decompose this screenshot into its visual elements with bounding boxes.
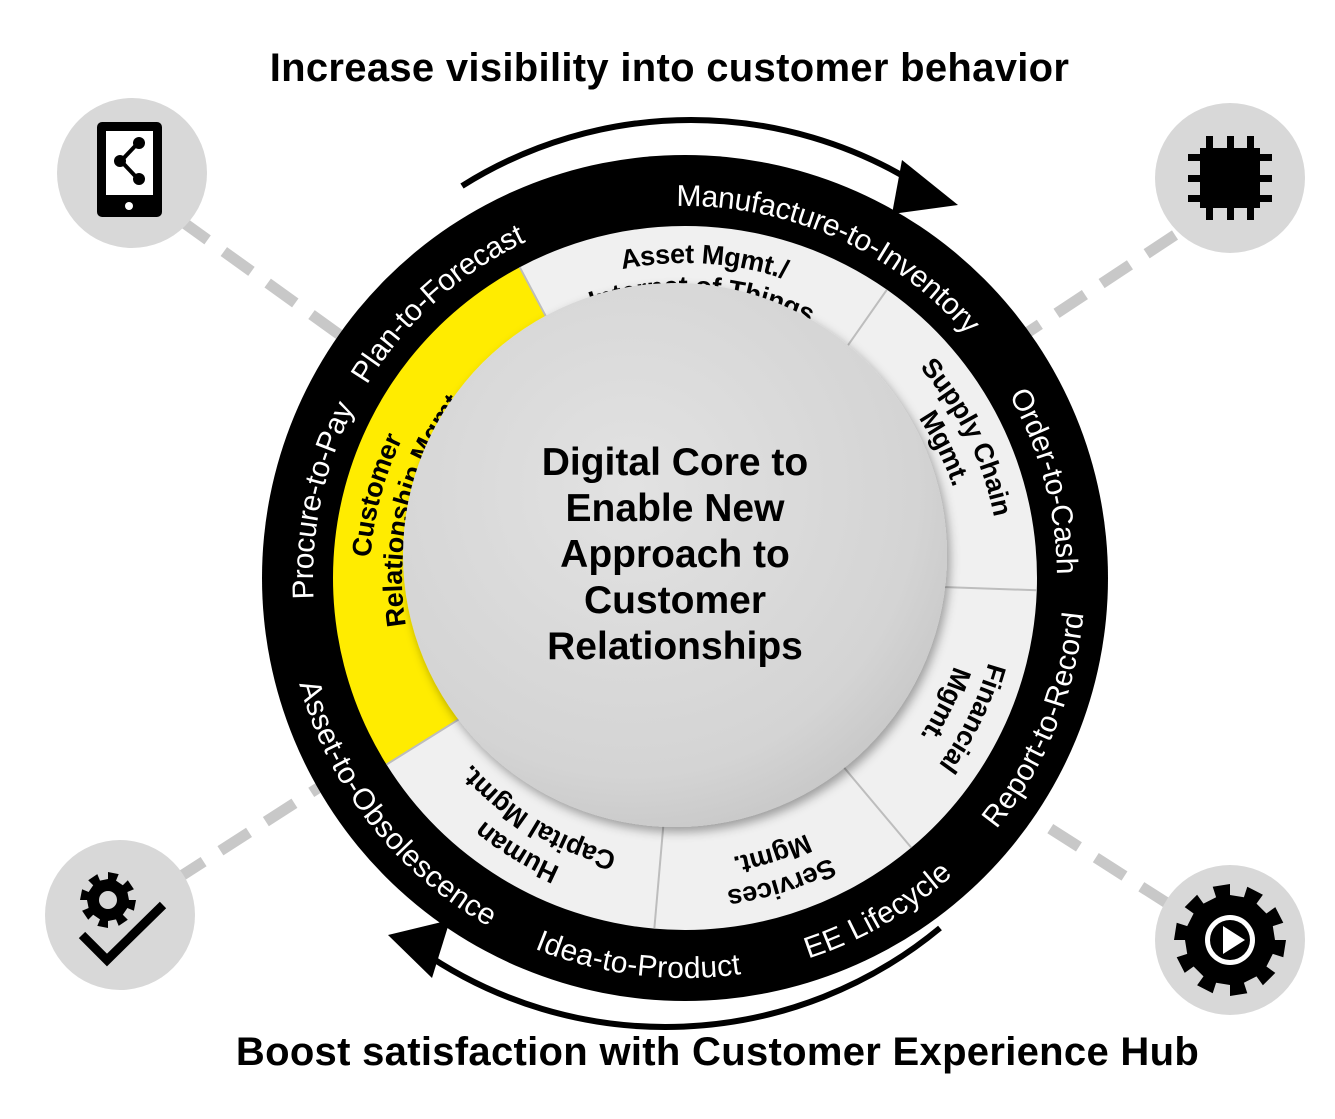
clockwise-arrowhead — [892, 160, 958, 214]
segment-divider — [653, 816, 666, 929]
segment-divider — [838, 761, 913, 849]
gear-play-icon-badge — [1155, 865, 1305, 1015]
segment-services-mgmt — [654, 761, 912, 930]
gear-check-icon — [78, 872, 167, 967]
clockwise-arrow — [460, 116, 922, 189]
chip-icon — [1188, 136, 1272, 220]
counterclockwise-arrow — [418, 925, 942, 1030]
core-line: Enable New — [566, 487, 786, 530]
cycle-arrows — [388, 116, 958, 1030]
segment-human-capital-mgmt — [386, 705, 665, 929]
mobile-share-icon — [97, 122, 162, 217]
digital-core — [403, 283, 947, 827]
segment-supply-chain-mgmt — [822, 289, 1037, 591]
counterclockwise-arrowhead — [388, 920, 450, 978]
core-line: Digital Core to — [542, 441, 809, 484]
mobile-share-icon-badge — [57, 98, 207, 248]
chip-icon-badge — [1155, 103, 1305, 253]
gear-check-icon-badge — [45, 840, 195, 990]
core-line: Approach to — [560, 533, 790, 576]
core-line: Customer — [584, 579, 766, 622]
top-heading: Increase visibility into customer behavi… — [269, 46, 1070, 90]
segment-financial-mgmt — [839, 586, 1037, 848]
core-line: Relationships — [547, 625, 803, 668]
bottom-heading: Boost satisfaction with Customer Experie… — [235, 1030, 1200, 1074]
gear-play-icon — [1174, 884, 1286, 996]
